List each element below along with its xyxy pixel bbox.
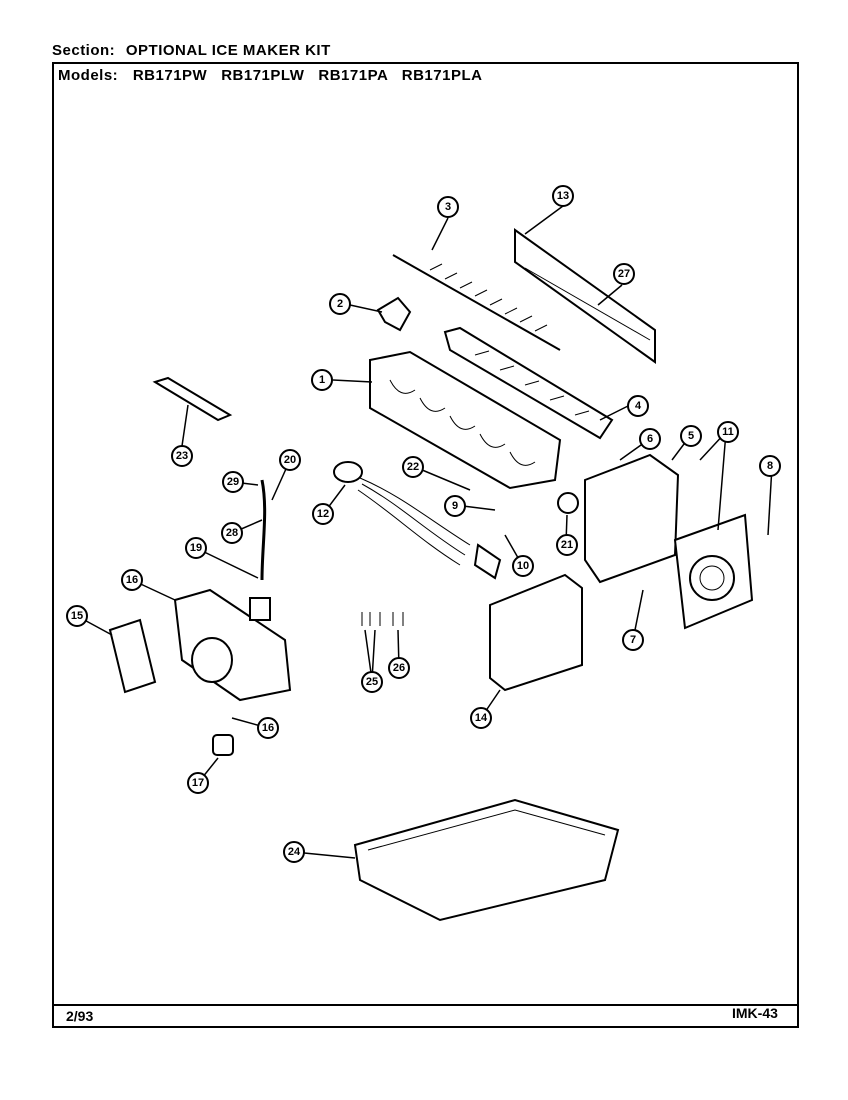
callout-7: 7 bbox=[622, 629, 644, 651]
callout-19: 19 bbox=[185, 537, 207, 559]
svg-text:16: 16 bbox=[126, 574, 138, 586]
water-valve bbox=[173, 588, 292, 702]
models-label: Models: bbox=[58, 67, 119, 84]
footer-divider bbox=[52, 1004, 799, 1006]
bracket-shutoff bbox=[514, 228, 656, 364]
footer-code: IMK-43 bbox=[732, 1005, 778, 1021]
models-header: Models: RB171PW RB171PLW RB171PA RB171PL… bbox=[58, 67, 482, 84]
svg-text:15: 15 bbox=[71, 610, 83, 622]
svg-text:6: 6 bbox=[647, 433, 653, 445]
callout-8-right: 8 bbox=[759, 455, 781, 477]
svg-text:24: 24 bbox=[288, 846, 301, 858]
callout-23: 23 bbox=[171, 445, 193, 467]
callout-24: 24 bbox=[283, 841, 305, 863]
svg-text:22: 22 bbox=[407, 461, 419, 473]
callout-3: 3 bbox=[437, 196, 459, 218]
svg-text:1: 1 bbox=[319, 374, 325, 386]
svg-text:9: 9 bbox=[452, 500, 458, 512]
callout-10: 10 bbox=[512, 555, 534, 577]
callout-14: 14 bbox=[470, 707, 492, 729]
svg-text:25: 25 bbox=[366, 676, 378, 688]
models-list: RB171PW RB171PLW RB171PA RB171PLA bbox=[132, 67, 483, 84]
callout-9: 9 bbox=[444, 495, 466, 517]
callout-6: 6 bbox=[639, 428, 661, 450]
water-tube bbox=[260, 479, 267, 581]
svg-text:3: 3 bbox=[445, 201, 451, 213]
svg-text:23: 23 bbox=[176, 450, 188, 462]
stripper bbox=[443, 326, 614, 440]
svg-text:10: 10 bbox=[517, 560, 529, 572]
svg-text:11: 11 bbox=[722, 426, 734, 438]
callout-22: 22 bbox=[402, 456, 424, 478]
callout-11: 11 bbox=[717, 421, 739, 443]
svg-text:20: 20 bbox=[284, 454, 296, 466]
callout-29: 29 bbox=[222, 471, 244, 493]
svg-text:19: 19 bbox=[190, 542, 202, 554]
section-title: OPTIONAL ICE MAKER KIT bbox=[125, 42, 331, 59]
ice-bin bbox=[353, 798, 620, 922]
control-housing bbox=[584, 453, 680, 584]
footer-date: 2/93 bbox=[66, 1008, 94, 1024]
fill-trough bbox=[152, 376, 233, 422]
svg-text:12: 12 bbox=[317, 508, 329, 520]
callout-17: 17 bbox=[187, 772, 209, 794]
callout-26: 26 bbox=[388, 657, 410, 679]
drive-gear bbox=[557, 492, 579, 514]
small-bracket bbox=[376, 296, 412, 332]
svg-text:14: 14 bbox=[475, 712, 488, 724]
callout-16-bottom: 16 bbox=[257, 717, 279, 739]
svg-text:16: 16 bbox=[262, 722, 274, 734]
svg-text:26: 26 bbox=[393, 662, 405, 674]
callout-5: 5 bbox=[680, 425, 702, 447]
callout-21: 21 bbox=[556, 534, 578, 556]
callout-1: 1 bbox=[311, 369, 333, 391]
motor-mounting-plate bbox=[673, 513, 754, 630]
svg-text:13: 13 bbox=[557, 190, 569, 202]
callout-13: 13 bbox=[552, 185, 574, 207]
svg-text:7: 7 bbox=[630, 634, 636, 646]
screws bbox=[361, 612, 404, 626]
ejector-blade-assembly bbox=[392, 254, 561, 351]
thermostat-harness bbox=[333, 461, 502, 580]
svg-text:27: 27 bbox=[618, 268, 630, 280]
callout-28: 28 bbox=[221, 522, 243, 544]
callout-15: 15 bbox=[66, 605, 88, 627]
ice-maker-cover bbox=[489, 573, 583, 692]
section-label: Section: bbox=[52, 42, 116, 59]
section-header: Section: OPTIONAL ICE MAKER KIT bbox=[52, 42, 331, 59]
svg-text:28: 28 bbox=[226, 527, 238, 539]
callout-16-top: 16 bbox=[121, 569, 143, 591]
svg-text:5: 5 bbox=[688, 430, 694, 442]
svg-text:29: 29 bbox=[227, 476, 239, 488]
svg-text:2: 2 bbox=[337, 298, 343, 310]
valve-bracket bbox=[108, 618, 157, 694]
diagram-frame bbox=[52, 62, 799, 1028]
svg-text:17: 17 bbox=[192, 777, 204, 789]
svg-text:8: 8 bbox=[767, 460, 773, 472]
callout-4: 4 bbox=[627, 395, 649, 417]
ice-mold bbox=[369, 350, 562, 490]
callout-12: 12 bbox=[312, 503, 334, 525]
callout-20: 20 bbox=[279, 449, 301, 471]
svg-text:21: 21 bbox=[561, 539, 573, 551]
svg-text:4: 4 bbox=[635, 400, 642, 412]
nut-fitting bbox=[212, 734, 234, 756]
callout-2: 2 bbox=[329, 293, 351, 315]
callout-27: 27 bbox=[613, 263, 635, 285]
callout-25: 25 bbox=[361, 671, 383, 693]
